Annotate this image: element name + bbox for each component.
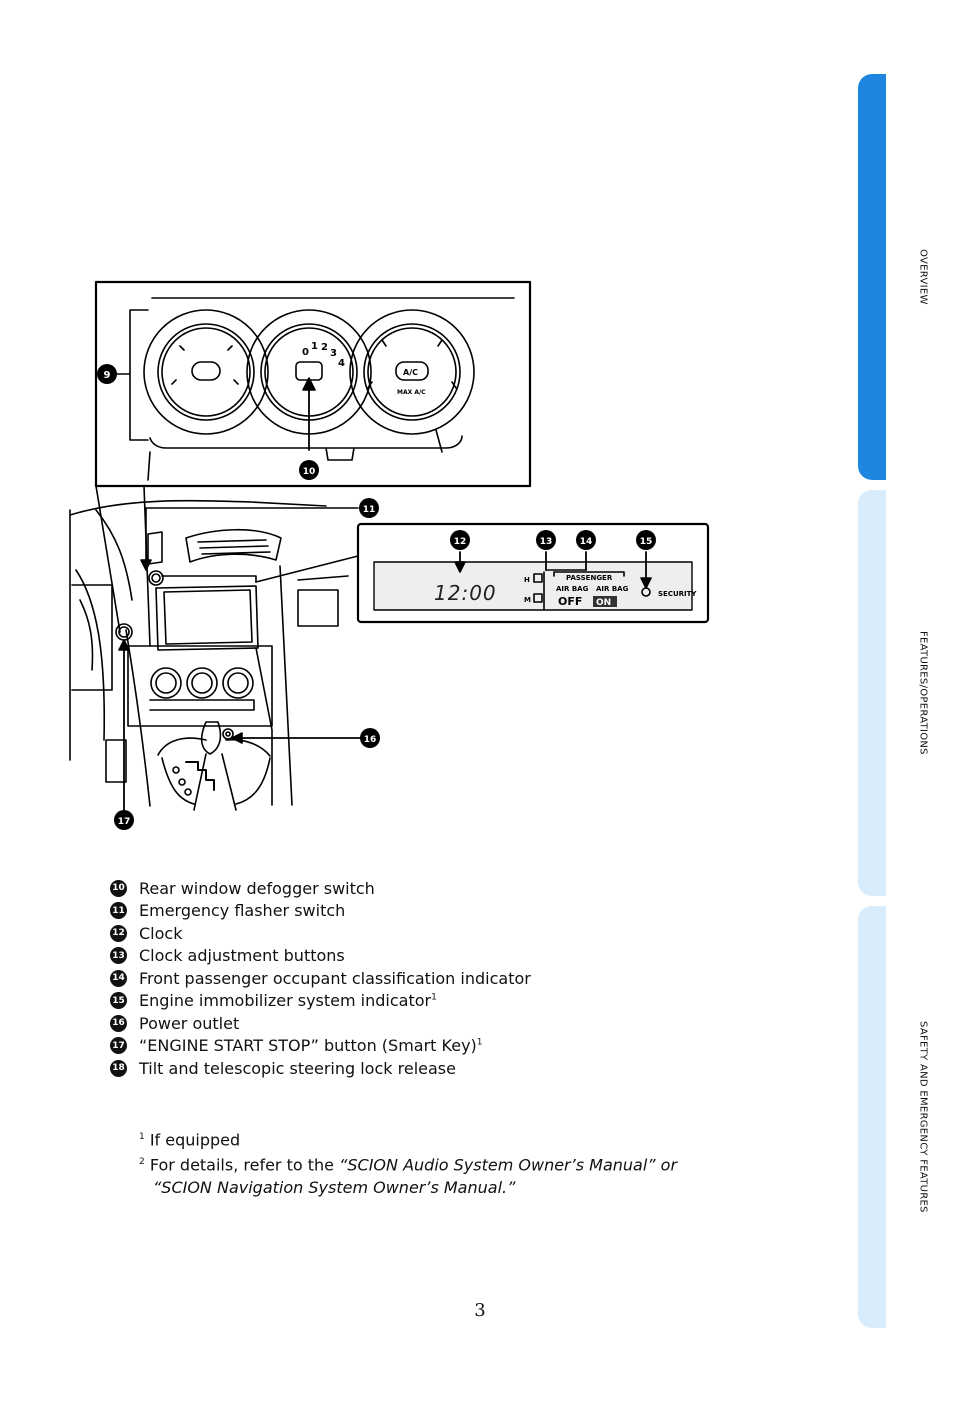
- display-panel-face: [373, 561, 693, 611]
- fan-digit-3: 3: [330, 348, 337, 359]
- dashboard-drawing: [69, 499, 349, 811]
- legend-list: 10 Rear window defogger switch 11 Emerge…: [110, 877, 750, 1080]
- footnote-ref: 1: [476, 1037, 483, 1048]
- climate-zoom-panel: [94, 280, 532, 488]
- legend-number-badge: 16: [110, 1014, 127, 1032]
- callout-12: 12: [454, 537, 467, 547]
- tab-safety-label: SAFETY AND EMERGENCY FEATURES: [917, 1021, 929, 1213]
- legend-item: 17 “ENGINE START STOP” button (Smart Key…: [110, 1035, 750, 1058]
- legend-text: Rear window defogger switch: [139, 878, 375, 898]
- legend-text: Front passenger occupant classification …: [139, 968, 531, 988]
- footnote-1: 1 If equipped: [139, 1130, 241, 1150]
- callout-13: 13: [540, 537, 553, 547]
- tab-features-label: FEATURES/OPERATIONS: [917, 631, 929, 755]
- legend-text: Emergency flasher switch: [139, 901, 346, 921]
- legend-item: 11 Emergency flasher switch: [110, 900, 750, 923]
- legend-text: Tilt and telescopic steering lock releas…: [139, 1058, 456, 1078]
- legend-number-badge: 17: [110, 1037, 127, 1055]
- legend-item: 18 Tilt and telescopic steering lock rel…: [110, 1057, 750, 1080]
- footnote-ref: 1: [431, 992, 437, 1003]
- tab-safety-label-wrap: SAFETY AND EMERGENCY FEATURES: [886, 906, 960, 1328]
- legend-number-badge: 12: [110, 924, 127, 942]
- callout-11: 11: [363, 505, 376, 515]
- tab-features-label-wrap: FEATURES/OPERATIONS: [886, 490, 960, 896]
- tab-overview[interactable]: [858, 74, 886, 480]
- legend-number-badge: 14: [110, 969, 127, 987]
- legend-text: Power outlet: [139, 1013, 240, 1033]
- tab-features-operations[interactable]: [858, 490, 886, 896]
- legend-item: 10 Rear window defogger switch: [110, 877, 750, 900]
- small-climate-knobs: [149, 667, 255, 711]
- page-number: 3: [474, 1300, 486, 1321]
- fan-digit-2: 2: [321, 342, 328, 353]
- footnote-2: 2 For details, refer to the “SCION Audio…: [139, 1155, 678, 1175]
- climate-zoom-frame: [127, 645, 273, 727]
- legend-number-badge: 11: [110, 902, 127, 920]
- callout-17: 17: [118, 817, 131, 827]
- airbag-on-label: ON: [596, 598, 611, 608]
- legend-text: Engine immobilizer system indicator1: [139, 991, 437, 1011]
- footnotes: 1 If equipped 2 For details, refer to th…: [139, 1126, 739, 1199]
- callout-14: 14: [580, 537, 593, 547]
- tab-overview-label: OVERVIEW: [917, 249, 929, 305]
- legend-text: Clock: [139, 923, 183, 943]
- airbag-label-2: AIR BAG: [596, 585, 629, 593]
- tab-safety-emergency[interactable]: [858, 906, 886, 1328]
- minute-label: M: [524, 596, 531, 604]
- footnote-2-continued: “SCION Navigation System Owner’s Manual.…: [153, 1177, 516, 1197]
- legend-item: 15 Engine immobilizer system indicator1: [110, 990, 750, 1013]
- fan-digit-0: 0: [302, 347, 309, 358]
- legend-number-badge: 13: [110, 947, 127, 965]
- callout-10: 10: [303, 467, 316, 477]
- clock-display: 12:00: [434, 581, 497, 605]
- legend-item: 16 Power outlet: [110, 1012, 750, 1035]
- airbag-label-1: AIR BAG: [556, 585, 589, 593]
- legend-text: “ENGINE START STOP” button (Smart Key)1: [139, 1036, 483, 1056]
- airbag-off-label: OFF: [558, 595, 582, 608]
- passenger-label: PASSENGER: [566, 574, 613, 582]
- maxac-label: MAX A/C: [397, 389, 426, 396]
- legend-number-badge: 18: [110, 1059, 127, 1077]
- legend-text: Clock adjustment buttons: [139, 946, 345, 966]
- display-zoom-panel: [356, 522, 710, 624]
- callout-16: 16: [364, 735, 377, 745]
- legend-item: 14 Front passenger occupant classificati…: [110, 967, 750, 990]
- security-label: SECURITY: [658, 590, 697, 598]
- fan-digit-4: 4: [338, 358, 345, 369]
- dashboard-illustration: 0 1 2 3 4 A/C MAX A/C 12:00 H M PASSENGE…: [69, 280, 710, 830]
- legend-item: 12 Clock: [110, 922, 750, 945]
- callout-15: 15: [640, 537, 653, 547]
- tab-overview-label-wrap: OVERVIEW: [886, 74, 960, 480]
- legend-item: 13 Clock adjustment buttons: [110, 945, 750, 968]
- legend-number-badge: 15: [110, 992, 127, 1010]
- flasher-button-outline: [148, 570, 164, 586]
- callout-9: 9: [104, 370, 111, 381]
- fan-digit-1: 1: [311, 341, 318, 352]
- hour-label: H: [524, 576, 530, 584]
- legend-number-badge: 10: [110, 879, 127, 897]
- ac-label: A/C: [403, 368, 418, 377]
